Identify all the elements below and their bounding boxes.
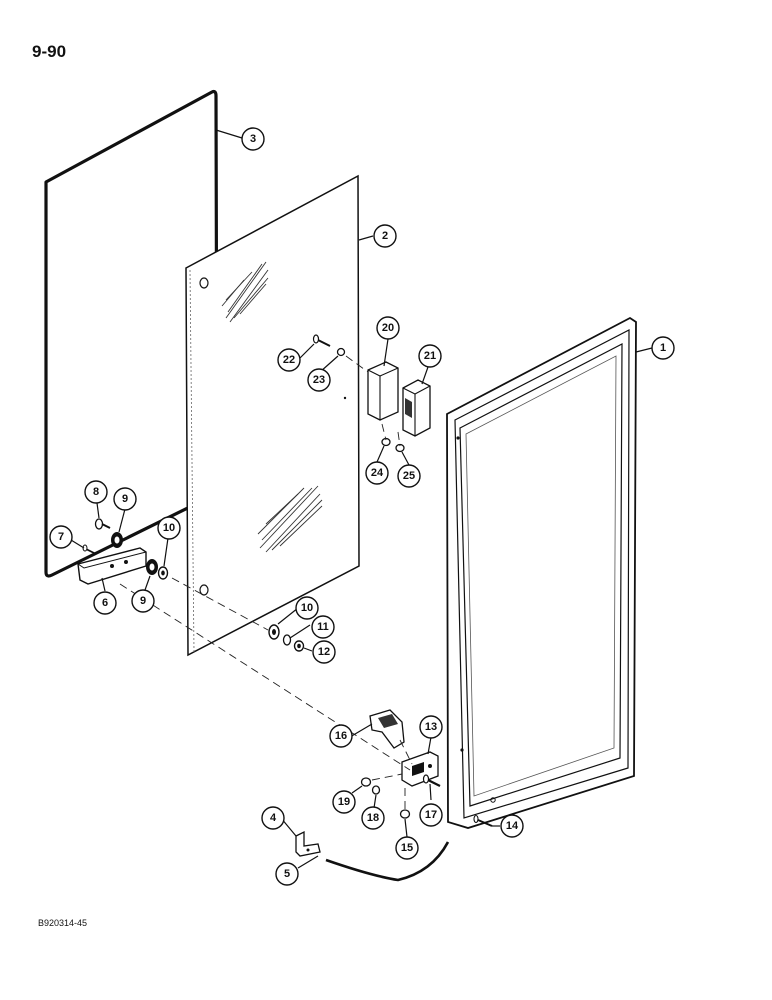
svg-text:3: 3: [250, 133, 256, 145]
svg-text:12: 12: [318, 646, 330, 658]
washer-23: [336, 347, 346, 357]
svg-text:21: 21: [424, 350, 436, 362]
svg-text:24: 24: [371, 467, 384, 479]
callout-15: 15: [395, 836, 419, 860]
callout-10-right: 10: [295, 596, 319, 620]
svg-text:10: 10: [163, 522, 175, 534]
callout-25: 25: [397, 464, 421, 488]
callout-12: 12: [312, 640, 336, 664]
svg-text:9: 9: [140, 595, 146, 607]
svg-text:16: 16: [335, 730, 347, 742]
svg-text:7: 7: [58, 531, 64, 543]
bushing-9-lower: [146, 559, 158, 575]
svg-text:13: 13: [425, 721, 437, 733]
catch-16: [369, 709, 405, 749]
bolt-8: [94, 518, 111, 530]
svg-text:17: 17: [425, 809, 437, 821]
hinge-6: [77, 547, 147, 585]
callout-19: 19: [332, 790, 356, 814]
screw-7: [82, 544, 97, 555]
callout-7: 7: [49, 525, 73, 549]
washer-10-right: [268, 624, 280, 640]
callout-1: 1: [651, 336, 675, 360]
callout-3: 3: [241, 127, 265, 151]
nut-12: [293, 640, 305, 652]
svg-text:6: 6: [102, 597, 108, 609]
svg-text:9: 9: [122, 493, 128, 505]
latch-block-21: [402, 379, 431, 437]
callout-5: 5: [275, 862, 299, 886]
callout-9-lower: 9: [131, 589, 155, 613]
svg-text:8: 8: [93, 486, 99, 498]
washer-11: [282, 634, 292, 646]
callout-17: 17: [419, 803, 443, 827]
bolt-17: [422, 774, 441, 787]
callout-13: 13: [419, 715, 443, 739]
svg-text:18: 18: [367, 812, 379, 824]
callout-8: 8: [84, 480, 108, 504]
callout-6: 6: [93, 591, 117, 615]
washer-18: [371, 785, 381, 795]
svg-text:4: 4: [270, 812, 277, 824]
svg-text:23: 23: [313, 374, 325, 386]
callout-21: 21: [418, 344, 442, 368]
svg-text:22: 22: [283, 354, 295, 366]
bushing-9-upper: [111, 532, 123, 548]
callout-24: 24: [365, 461, 389, 485]
figure-code: B920314-45: [38, 918, 88, 928]
svg-text:14: 14: [506, 820, 519, 832]
washer-10-left: [157, 566, 169, 580]
screw-14: [473, 814, 493, 827]
callout-9-upper: 9: [113, 487, 137, 511]
callout-4: 4: [261, 806, 285, 830]
callout-14: 14: [500, 814, 524, 838]
svg-text:15: 15: [401, 842, 413, 854]
callout-20: 20: [376, 316, 400, 340]
nut-25: [395, 443, 405, 453]
callout-23: 23: [307, 368, 331, 392]
callout-18: 18: [361, 806, 385, 830]
nut-15: [399, 809, 411, 819]
striker-plate-13: [401, 751, 439, 787]
glass-panel: [185, 174, 360, 657]
nut-19: [360, 777, 372, 787]
svg-text:10: 10: [301, 602, 313, 614]
svg-text:2: 2: [382, 230, 388, 242]
callout-11: 11: [311, 615, 335, 639]
callout-16: 16: [329, 724, 353, 748]
page-number: 9-90: [32, 42, 67, 61]
svg-text:5: 5: [284, 868, 290, 880]
svg-text:25: 25: [403, 470, 415, 482]
cable-5: [325, 841, 450, 882]
screw-22: [312, 334, 331, 347]
svg-text:1: 1: [660, 342, 666, 354]
callout-22: 22: [277, 348, 301, 372]
svg-text:11: 11: [317, 621, 329, 633]
callout-2: 2: [373, 224, 397, 248]
svg-text:20: 20: [382, 322, 394, 334]
callout-10-left: 10: [157, 516, 181, 540]
bracket-4: [295, 830, 321, 857]
svg-text:19: 19: [338, 796, 350, 808]
door-frame: [446, 316, 637, 829]
latch-block-20: [367, 361, 399, 421]
